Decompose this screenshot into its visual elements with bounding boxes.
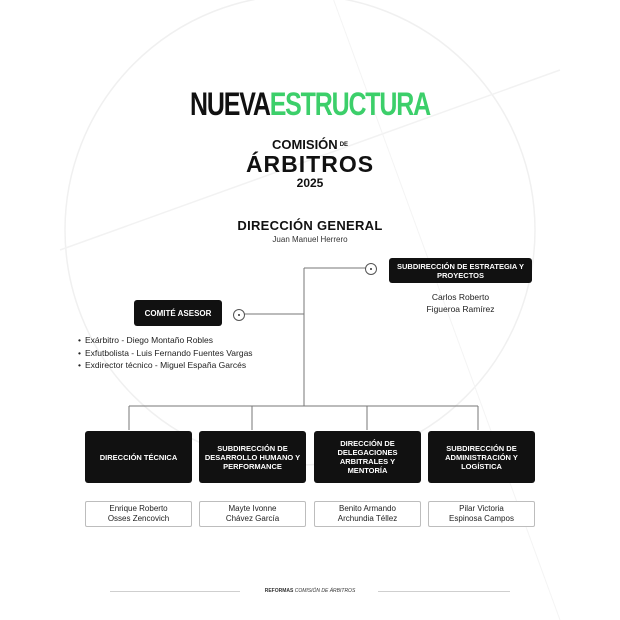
connector-node-icon	[233, 309, 245, 321]
direccion-general-title: DIRECCIÓN GENERAL	[237, 218, 383, 233]
year-label: 2025	[296, 176, 324, 190]
comite-asesor-title: COMITÉ ASESOR	[144, 308, 212, 318]
footer: REFORMAS COMISIÓN DE ÁRBITROS	[0, 588, 620, 594]
unit-box-delegaciones: DIRECCIÓN DE DELEGACIONES ARBITRALES Y M…	[314, 431, 421, 483]
list-item: Exdirector técnico - Miguel España Garcé…	[78, 359, 253, 372]
subdireccion-estrategia-name: Carlos Roberto Figueroa Ramírez	[426, 292, 495, 314]
title-word-estructura: ESTRUCTURA	[269, 86, 431, 122]
unit-box-direccion-tecnica: DIRECCIÓN TÉCNICA	[85, 431, 192, 483]
arbitros-label: ÁRBITROS	[245, 151, 375, 177]
comite-asesor-members: Exárbitro - Diego Montaño Robles Exfutbo…	[78, 334, 253, 372]
subdireccion-estrategia-title: SUBDIRECCIÓN DE ESTRATEGIA Y PROYECTOS	[397, 261, 524, 280]
page-title: NUEVAESTRUCTURA	[68, 86, 552, 122]
footer-divider-left	[110, 591, 240, 592]
comision-label: COMISIÓN	[271, 137, 338, 152]
unit-box-administracion: SUBDIRECCIÓN DE ADMINISTRACIÓN Y LOGÍSTI…	[428, 431, 535, 483]
footer-reformas: REFORMAS	[264, 588, 294, 594]
connector-node-icon	[365, 263, 377, 275]
subdireccion-estrategia-box: SUBDIRECCIÓN DE ESTRATEGIA Y PROYECTOS	[389, 258, 532, 283]
comite-asesor-box: COMITÉ ASESOR	[134, 300, 222, 326]
title-word-nueva: NUEVA	[190, 86, 271, 122]
list-item: Exfutbolista - Luis Fernando Fuentes Var…	[78, 347, 253, 360]
unit-box-desarrollo-humano: SUBDIRECCIÓN DE DESARROLLO HUMANO Y PERF…	[199, 431, 306, 483]
list-item: Exárbitro - Diego Montaño Robles	[78, 334, 253, 347]
footer-comision: COMISIÓN DE ÁRBITROS	[294, 588, 356, 594]
footer-divider-right	[378, 591, 510, 592]
comision-de-label: DE	[339, 142, 349, 148]
direccion-general-name: Juan Manuel Herrero	[272, 235, 348, 244]
